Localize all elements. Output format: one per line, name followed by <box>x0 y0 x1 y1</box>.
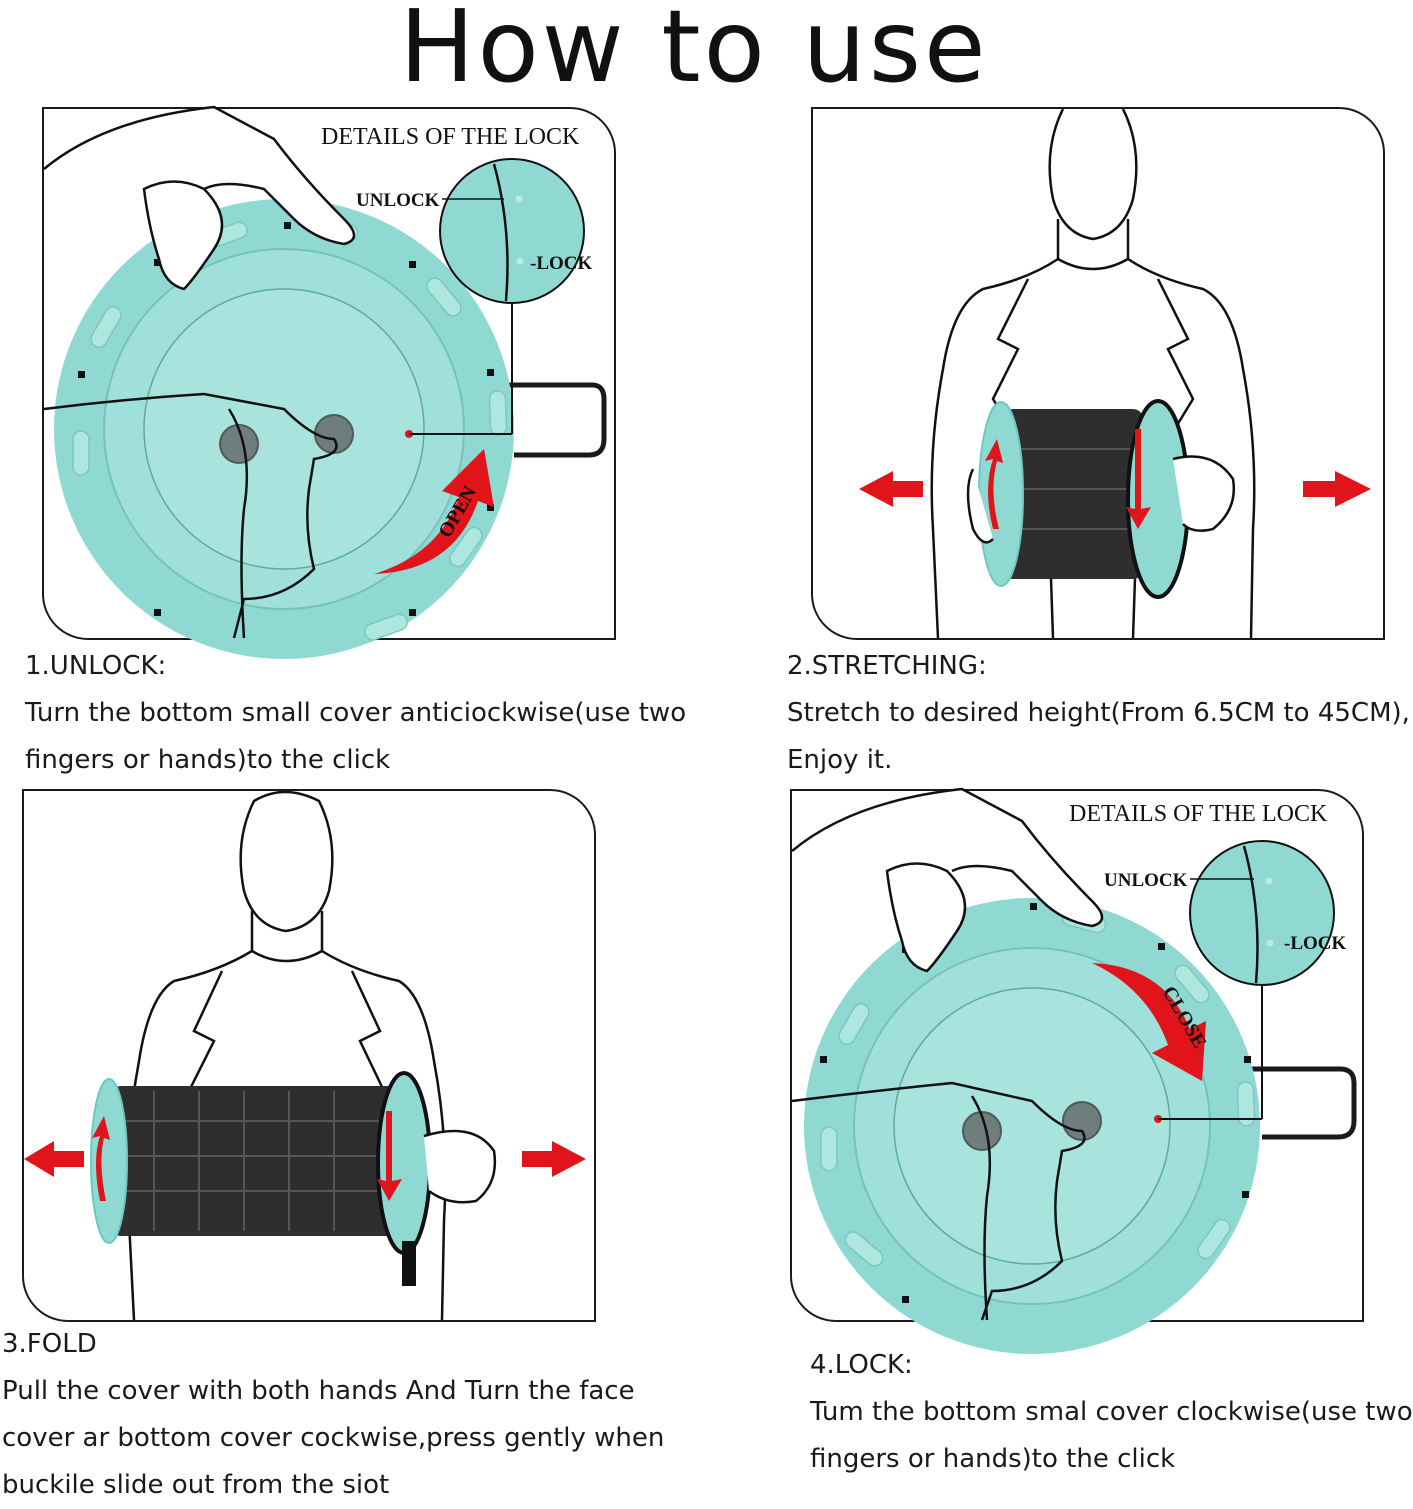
stool-body <box>1003 409 1143 579</box>
step-1-text-line-2: fingers or hands)to the click <box>25 745 391 775</box>
rotate-up-arrow-icon <box>985 439 1003 529</box>
head-outline <box>1048 108 1138 241</box>
finger-outline <box>142 180 224 291</box>
finger-outline <box>885 862 967 973</box>
step-4-caption: 4.LOCK: Tum the bottom smal cover clockw… <box>810 1342 1413 1483</box>
inner-cover <box>893 987 1171 1265</box>
rotate-down-arrow-icon <box>377 1111 402 1201</box>
right-hand-outline <box>423 1129 497 1204</box>
finger-hole-right <box>314 414 354 454</box>
wrist-outline <box>970 1095 992 1321</box>
step-3-heading: 3.FOLD <box>2 1329 97 1359</box>
rotate-down-arrow-icon <box>1126 429 1151 529</box>
lock-illustration-svg: CLOSE DETAILS OF THE LOCK UNLOCK -LOCK <box>791 787 1357 1354</box>
stool-body <box>109 1086 399 1236</box>
stool-segments <box>1013 448 1133 530</box>
right-body-outline <box>1126 219 1256 639</box>
carry-strap-icon <box>1252 1066 1357 1140</box>
collar-outline <box>251 949 323 963</box>
step-3-text-line-1: Pull the cover with both hands And Turn … <box>2 1376 635 1406</box>
lock-label: -LOCK <box>530 253 593 274</box>
pull-right-arrow-icon <box>1303 471 1371 507</box>
wrist-outline <box>227 408 249 639</box>
right-cover-disc <box>376 1071 432 1255</box>
step-1-caption: 1.UNLOCK: Turn the bottom small cover an… <box>25 643 686 784</box>
step-3-text-line-3: buckile slide out from the siot <box>2 1470 390 1500</box>
detail-dot <box>1266 939 1274 947</box>
rotate-up-arrow-icon <box>92 1116 110 1201</box>
unlock-label: UNLOCK <box>1104 870 1188 891</box>
upper-hand-outline <box>791 787 1104 928</box>
fold-illustration-svg <box>24 790 586 1321</box>
lower-hand-outline <box>43 392 338 639</box>
disc-notches <box>78 222 494 616</box>
finger-hole-left <box>219 424 259 464</box>
open-arrow-icon <box>374 449 494 574</box>
step-2-text-line-2: Enjoy it. <box>787 745 893 775</box>
step-3-text-line-2: cover ar bottom cover cockwise,press gen… <box>2 1423 665 1453</box>
step-2-illustration <box>811 107 1385 640</box>
step-4-illustration: CLOSE DETAILS OF THE LOCK UNLOCK -LOCK <box>790 787 1364 1354</box>
pull-right-arrow-icon <box>522 1141 586 1177</box>
step-3-illustration <box>22 789 596 1322</box>
unlock-label: UNLOCK <box>356 190 440 211</box>
grip-pads <box>820 908 1256 1267</box>
stool-segments <box>119 1091 389 1231</box>
step-3-caption: 3.FOLD Pull the cover with both hands An… <box>2 1321 664 1509</box>
step-2-caption: 2.STRETCHING: Stretch to desired height(… <box>787 643 1410 784</box>
detail-dot <box>516 257 524 265</box>
details-of-lock-label: DETAILS OF THE LOCK <box>321 124 580 150</box>
finger-hole-right <box>1062 1101 1102 1141</box>
left-body-outline <box>930 219 1060 639</box>
pull-left-arrow-icon <box>859 471 923 507</box>
lower-hand-outline <box>791 1081 1086 1321</box>
lock-detail-lens <box>439 158 585 304</box>
step-4-heading: 4.LOCK: <box>810 1350 913 1380</box>
step-2-heading: 2.STRETCHING: <box>787 651 987 681</box>
collar-outline <box>1057 257 1129 271</box>
lock-seam-line <box>1242 845 1259 984</box>
step-1-illustration: OPEN DETAILS OF THE LOCK UNLOCK -LOCK <box>42 105 616 659</box>
detail-dot <box>515 195 523 203</box>
step-1-text-line-1: Turn the bottom small cover anticiockwis… <box>25 698 687 728</box>
carry-strap-icon <box>402 1241 416 1286</box>
carry-strap-icon <box>484 382 607 458</box>
upper-hand-outline <box>43 105 356 246</box>
finger-hole-left <box>962 1111 1002 1151</box>
left-hand-outline <box>966 468 994 544</box>
step-4-text-line-1: Tum the bottom smal cover clockwise(use … <box>810 1397 1413 1427</box>
left-cover-disc <box>978 401 1024 587</box>
lock-seam-line <box>492 163 509 302</box>
page-title: How to use <box>399 0 989 105</box>
step-2-text-line-1: Stretch to desired height(From 6.5CM to … <box>787 698 1410 728</box>
right-hand-outline <box>1172 455 1236 532</box>
details-of-lock-label: DETAILS OF THE LOCK <box>1069 801 1328 827</box>
left-cover-disc <box>90 1078 128 1244</box>
lock-label: -LOCK <box>1284 933 1347 954</box>
unlock-illustration-svg: OPEN DETAILS OF THE LOCK UNLOCK -LOCK <box>43 105 607 659</box>
detail-dot <box>1265 877 1273 885</box>
pull-left-arrow-icon <box>24 1141 84 1177</box>
stretching-illustration-svg <box>859 108 1371 639</box>
inner-cover <box>143 288 425 570</box>
lock-detail-lens <box>1189 840 1335 986</box>
head-outline <box>239 790 334 933</box>
step-1-heading: 1.UNLOCK: <box>25 651 167 681</box>
grip-pads <box>72 216 508 641</box>
step-4-text-line-2: fingers or hands)to the click <box>810 1444 1176 1474</box>
close-arrow-icon <box>1092 963 1206 1081</box>
